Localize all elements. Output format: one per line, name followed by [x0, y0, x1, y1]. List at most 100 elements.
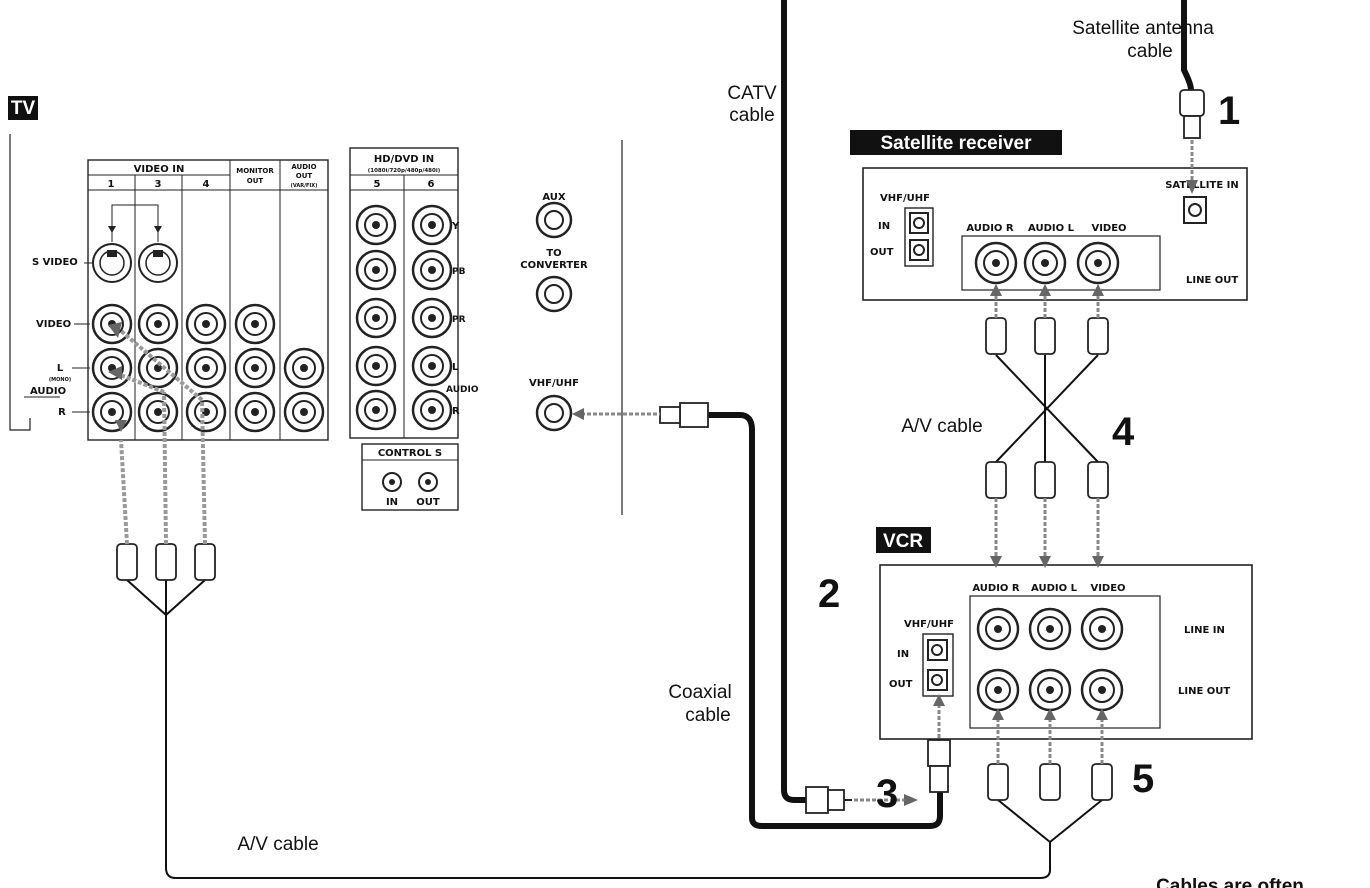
monitor-out-label: OUT	[247, 177, 264, 185]
tv-badge	[8, 96, 38, 120]
hd-jack-5-y[interactable]	[355, 204, 397, 246]
jack-audio-l-3[interactable]	[137, 347, 179, 389]
hd-jack-6-y[interactable]	[411, 204, 453, 246]
sat-video-label: VIDEO	[1091, 223, 1126, 234]
hd-pr-label: PR	[452, 315, 466, 325]
coaxial-cable-caption: cable	[685, 705, 730, 726]
jack-audio-l-4[interactable]	[185, 347, 227, 389]
vcr-video-label: VIDEO	[1090, 583, 1125, 594]
vcr-vhf-out-jack[interactable]	[927, 669, 948, 691]
sat-vhf-out-jack[interactable]	[909, 239, 929, 261]
sat-audio-l-label: AUDIO L	[1028, 223, 1075, 234]
jack-monitor-audio-r[interactable]	[234, 391, 276, 433]
footer-caption: Cables are often	[1156, 876, 1304, 888]
s-video-jack-3[interactable]	[138, 243, 178, 283]
jack-audio-out-r[interactable]	[283, 391, 325, 433]
sat-audio-r-label: AUDIO R	[966, 223, 1014, 234]
satellite-receiver: Satellite receiver VHF/UHF IN OUT AUDIO …	[850, 130, 1248, 301]
hd-input-6-label: 6	[428, 179, 435, 190]
vcr-audio-l-label: AUDIO L	[1031, 583, 1078, 594]
tv-jack-box	[87, 159, 329, 441]
jack-video-1[interactable]	[91, 303, 133, 345]
vcr-line-out-audio-l[interactable]	[1028, 668, 1072, 712]
jack-video-3[interactable]	[137, 303, 179, 345]
coaxial-vcr-plug	[927, 739, 951, 793]
hd-dvd-in-label: HD/DVD IN	[374, 154, 434, 165]
vcr-vhf-in-jack[interactable]	[927, 639, 948, 661]
satellite-antenna-caption: Satellite antenna	[1072, 18, 1214, 39]
jack-audio-r-1[interactable]	[91, 391, 133, 433]
sat-audio-r-jack[interactable]	[974, 241, 1018, 285]
vcr-line-in-audio-l[interactable]	[1028, 607, 1072, 651]
mono-label: (MONO)	[49, 377, 71, 383]
tv-panel: TV VIDEO IN 1 3 4 MONITOR OUT AUDIO OUT …	[8, 96, 623, 515]
video-row-label: VIDEO	[36, 319, 71, 330]
hd-jack-6-l[interactable]	[411, 345, 453, 387]
input-3-label: 3	[155, 179, 162, 190]
sat-audio-l-jack[interactable]	[1023, 241, 1067, 285]
vcr-line-out-audio-r[interactable]	[976, 668, 1020, 712]
satellite-badge-label: Satellite receiver	[880, 133, 1032, 154]
jack-audio-out-l[interactable]	[283, 347, 325, 389]
sat-vhf-uhf-label: VHF/UHF	[880, 193, 930, 204]
vcr-line-out-video[interactable]	[1080, 668, 1124, 712]
jack-audio-r-4[interactable]	[185, 391, 227, 433]
vcr-badge-label: VCR	[883, 531, 923, 552]
audio-out-varfix-label: (VAR/FIX)	[291, 183, 318, 189]
catv-cable-caption: cable	[729, 105, 774, 126]
control-out-label: OUT	[416, 497, 440, 508]
to-converter-jack[interactable]	[535, 275, 573, 313]
aux-label: AUX	[542, 192, 566, 203]
step-3: 3	[876, 772, 898, 816]
jack-monitor-video[interactable]	[234, 303, 276, 345]
coaxial-cable	[708, 412, 943, 829]
converter-label: CONVERTER	[520, 260, 588, 271]
step-5: 5	[1132, 757, 1154, 801]
sat-vhf-in-jack[interactable]	[909, 212, 929, 234]
satellite-in-label: SATELLITE IN	[1165, 180, 1239, 191]
hd-input-5-label: 5	[374, 179, 381, 190]
jack-audio-r-3[interactable]	[137, 391, 179, 433]
vcr-line-in-video[interactable]	[1080, 607, 1124, 651]
catv-cable-plug	[805, 786, 852, 814]
hd-r-label: R	[452, 406, 460, 417]
audio-l-label: L	[57, 363, 64, 374]
coaxial-tv-plug	[659, 402, 709, 428]
hd-jack-6-r[interactable]	[411, 389, 453, 431]
vcr-out-label: OUT	[889, 679, 913, 690]
hd-jack-5-r[interactable]	[355, 389, 397, 431]
hd-jack-5-l[interactable]	[355, 345, 397, 387]
tv-panel-edge	[9, 134, 31, 431]
hd-jack-5-pb[interactable]	[355, 249, 397, 291]
hd-audio-label: AUDIO	[446, 385, 479, 395]
hd-jack-5-pr[interactable]	[355, 297, 397, 339]
s-video-jack-1[interactable]	[92, 243, 132, 283]
jack-video-4[interactable]	[185, 303, 227, 345]
satellite-box	[862, 167, 1248, 301]
audio-out-label: AUDIO	[291, 163, 316, 171]
catv-caption: CATV	[727, 83, 777, 104]
vcr-box	[879, 564, 1253, 740]
vcr-line-out-label: LINE OUT	[1178, 686, 1230, 697]
control-s-in-jack[interactable]	[382, 472, 402, 492]
hd-l-label: L	[452, 362, 459, 373]
hd-jack-6-pr[interactable]	[411, 297, 453, 339]
hd-formats-label: (1080i/720p/480p/480i)	[368, 168, 441, 174]
sat-video-jack[interactable]	[1076, 241, 1120, 285]
jack-audio-l-1[interactable]	[91, 347, 133, 389]
hd-jack-6-pb[interactable]	[411, 249, 453, 291]
control-s-out-jack[interactable]	[418, 472, 438, 492]
satellite-in-jack[interactable]	[1183, 196, 1207, 224]
jack-monitor-audio-l[interactable]	[234, 347, 276, 389]
satellite-badge	[850, 130, 1062, 155]
av-cable-bottom-caption: A/V cable	[237, 834, 318, 855]
tv-vhf-uhf-jack[interactable]	[535, 394, 573, 432]
audio-row-label: AUDIO	[30, 386, 66, 397]
aux-jack[interactable]	[535, 201, 573, 239]
input-1-label: 1	[108, 179, 115, 190]
vcr-badge	[876, 527, 931, 553]
step-2: 2	[818, 572, 840, 616]
vcr-line-in-audio-r[interactable]	[976, 607, 1020, 651]
av-cable-vcr-to-tv	[108, 322, 1113, 879]
